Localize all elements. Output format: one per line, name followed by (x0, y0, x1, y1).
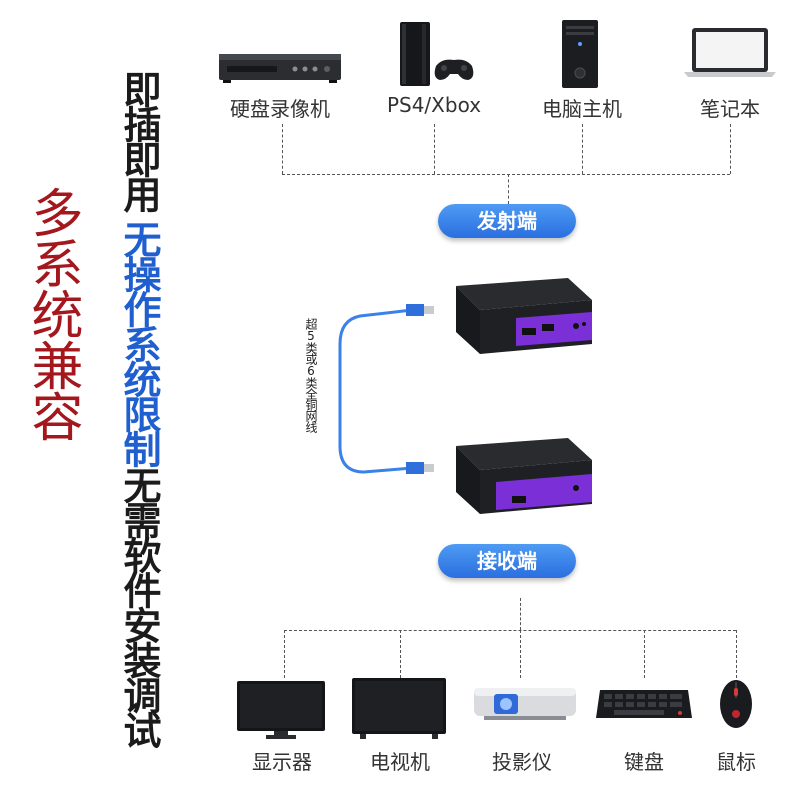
connector-line (520, 598, 521, 630)
cable-label: 超5类或6类全铜网线 (304, 318, 318, 432)
laptop-icon (684, 28, 776, 77)
source-label-laptop: 笔记本 (700, 97, 760, 121)
source-label-console: PS4/Xbox (386, 93, 482, 117)
output-label-projector: 投影仪 (492, 750, 552, 774)
no-software-text: 无需软件安装调试 (117, 466, 161, 746)
hdmi-port-icon (512, 496, 526, 503)
connector-line (284, 630, 285, 678)
plug-and-play-text: 即插即用 (117, 70, 161, 210)
transmitter-pill: 发射端 (438, 204, 576, 238)
source-label-pc: 电脑主机 (542, 97, 622, 121)
output-label-mouse: 鼠标 (716, 750, 756, 774)
transmitter-device (456, 278, 592, 354)
network-cable-icon (338, 304, 434, 474)
projector-icon (474, 688, 576, 720)
receiver-device (456, 438, 592, 514)
connector-line (284, 630, 736, 631)
source-label-dvr: 硬盘录像机 (230, 97, 330, 121)
keyboard-icon (596, 690, 692, 718)
connector-line (282, 124, 283, 174)
connector-line (730, 124, 731, 174)
output-label-tv: 电视机 (370, 750, 430, 774)
receiver-pill: 接收端 (438, 544, 576, 578)
connector-line (520, 630, 521, 678)
connector-line (282, 174, 730, 175)
desktop-tower-icon (562, 20, 598, 88)
game-console-icon (400, 22, 474, 86)
dvr-recorder-icon (219, 54, 341, 83)
connector-line (508, 174, 509, 204)
monitor-icon (237, 681, 325, 739)
connector-line (582, 124, 583, 174)
output-label-monitor: 显示器 (252, 750, 312, 774)
connector-line (434, 124, 435, 174)
no-os-limit-text: 无操作系统限制 (117, 220, 161, 465)
connector-line (400, 630, 401, 678)
output-label-keyboard: 键盘 (624, 750, 664, 774)
hdmi-port-icon (522, 328, 536, 335)
multi-system-compat-text: 多系统兼容 (22, 186, 82, 441)
connector-line (736, 630, 737, 678)
tv-icon (352, 678, 446, 739)
mouse-icon (720, 680, 752, 728)
connector-line (644, 630, 645, 678)
